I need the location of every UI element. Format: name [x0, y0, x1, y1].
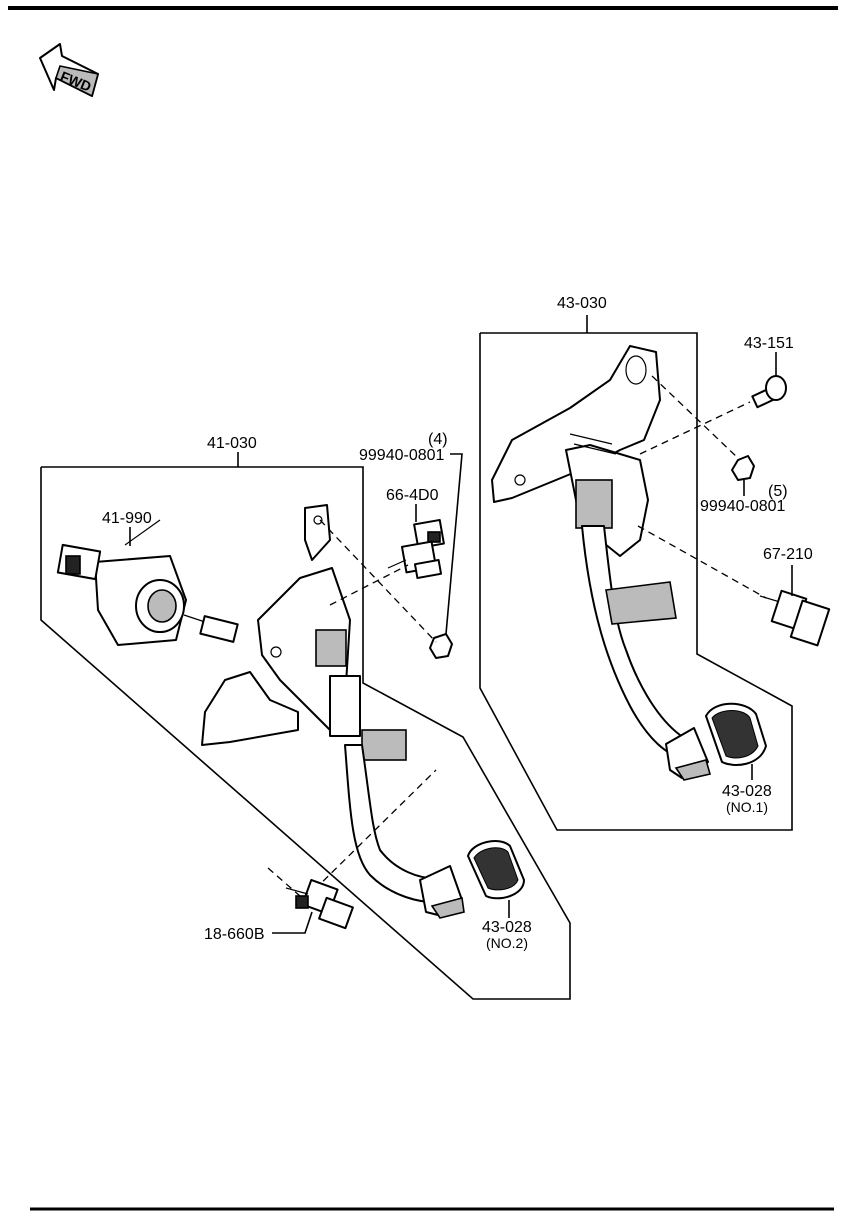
label-18-660b: 18-660B [204, 926, 265, 943]
label-no2: (NO.2) [486, 935, 528, 951]
label-41-030: 41-030 [207, 435, 257, 452]
label-qty-4: (4) [428, 431, 448, 448]
label-66-4d0: 66-4D0 [386, 487, 439, 504]
clutch-pedal-bracket [201, 504, 407, 761]
label-41-990: 41-990 [102, 510, 152, 527]
brake-assembly-group [479, 315, 831, 831]
label-43-028-no1: 43-028 [722, 783, 772, 800]
leader-99940-left [445, 453, 463, 635]
label-99940-0801-right: 99940-0801 [700, 498, 786, 515]
label-qty-5: (5) [768, 483, 788, 500]
switch-67-210 [759, 589, 831, 647]
pedal-pad-no2 [467, 840, 525, 900]
label-43-028-no2: 43-028 [482, 919, 532, 936]
clutch-assembly-frame [40, 466, 571, 1000]
sensor-18-660b [285, 878, 354, 930]
brake-assembly-frame [479, 332, 793, 831]
clutch-assembly-group [40, 452, 571, 1000]
brake-pedal-bracket [491, 345, 661, 557]
brake-block [605, 581, 677, 625]
switch-66-4d0 [387, 518, 445, 579]
brake-pedal-arm [581, 525, 691, 760]
label-67-210: 67-210 [763, 546, 813, 563]
nut-left [429, 633, 453, 659]
pedal-pad-no1 [705, 702, 767, 766]
leader-18-660b [272, 911, 313, 934]
label-no1: (NO.1) [726, 799, 768, 815]
bolt-43-151 [751, 375, 787, 409]
clutch-master-cylinder [56, 519, 239, 646]
fwd-arrow-icon: FWD [39, 43, 99, 98]
nut-right [731, 455, 755, 481]
label-99940-0801-left: 99940-0801 [359, 447, 445, 464]
label-43-151: 43-151 [744, 335, 794, 352]
label-43-030: 43-030 [557, 295, 607, 312]
